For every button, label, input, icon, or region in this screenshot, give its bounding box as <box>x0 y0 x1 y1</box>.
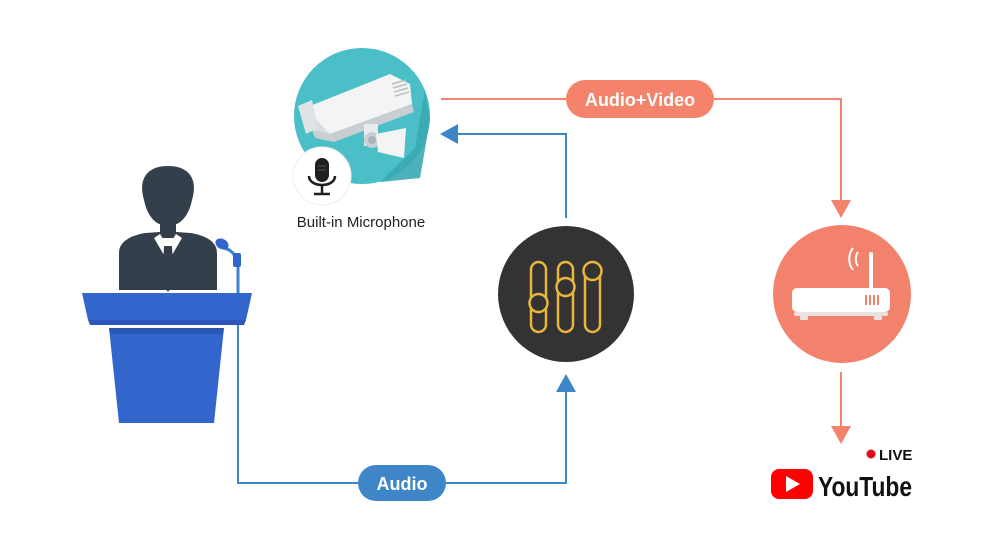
live-badge-label: LIVE <box>879 447 912 464</box>
audio-pill: Audio <box>358 465 446 501</box>
audio-video-arrow-down-icon <box>831 200 851 218</box>
audio-video-pill-label: Audio+Video <box>585 90 695 110</box>
person-at-podium-icon <box>119 166 217 292</box>
router-to-youtube-arrow-icon <box>831 426 851 444</box>
camera-microphone-badge <box>292 146 352 206</box>
youtube-wordmark: YouTube <box>818 471 912 502</box>
audio-pill-label: Audio <box>377 474 428 494</box>
podium <box>82 293 252 423</box>
mixer-to-camera-arrow-icon <box>440 124 458 144</box>
camera-caption: Built-in Microphone <box>297 214 425 231</box>
youtube-live-logo: LIVE YouTube <box>771 447 912 502</box>
podium-microphone-icon <box>215 238 241 325</box>
audio-video-pill: Audio+Video <box>566 80 714 118</box>
wifi-router-icon <box>773 225 911 363</box>
audio-mixer-sliders-icon <box>498 226 634 362</box>
microphone-icon <box>307 158 337 196</box>
live-dot-icon <box>866 449 876 459</box>
mixer-to-camera-line <box>458 133 567 218</box>
audio-flow-arrow-up-icon <box>556 374 576 392</box>
youtube-play-logo-icon <box>771 469 813 499</box>
